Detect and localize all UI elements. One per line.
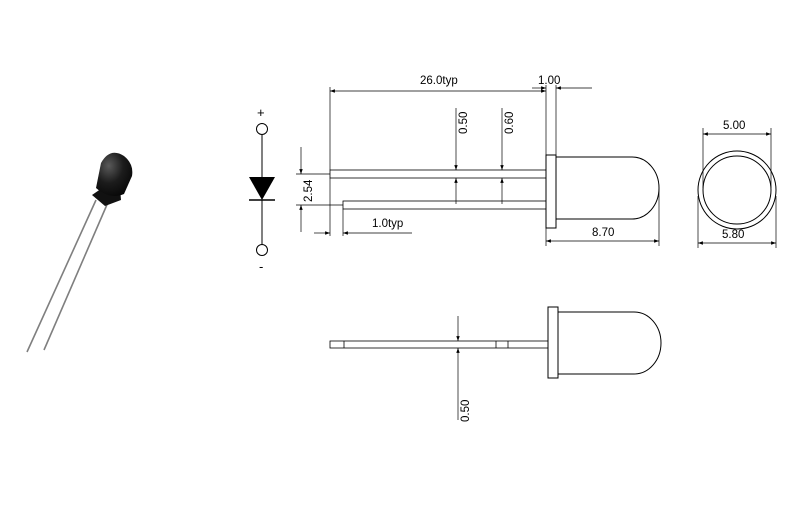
led-photo-lead-short (43, 199, 110, 351)
front-flange-circle (697, 150, 777, 230)
dim-body-length: 8.70 (592, 227, 614, 239)
dim-lead-length: 26.0typ (420, 75, 458, 87)
top-lens-body (558, 311, 662, 375)
top-view: 0.50 (329, 306, 662, 422)
dim-lead-offset: 1.0typ (372, 218, 403, 230)
front-view: 5.00 5.80 (697, 120, 777, 248)
side-view: 26.0typ 1.00 0.50 0.60 2.54 1.0typ 8.70 (296, 75, 660, 246)
dim-lead-spacing: 2.54 (303, 179, 315, 202)
dim-lens-diameter: 5.00 (723, 120, 745, 132)
led-photo (26, 152, 133, 353)
front-lens-circle (702, 155, 772, 225)
lead-long (329, 169, 547, 179)
flange (545, 154, 557, 229)
dim-flange-thickness: 1.00 (538, 75, 560, 87)
cathode-label: - (259, 259, 263, 274)
lead-short (342, 200, 547, 210)
led-photo-lens (96, 152, 133, 196)
dim-lead-width-long: 0.60 (504, 112, 516, 134)
dim-flange-diameter: 5.80 (722, 229, 744, 241)
top-lead (329, 340, 549, 349)
anode-label: + (257, 105, 265, 120)
diode-symbol-icon: + - (249, 105, 275, 274)
dim-lead-width-short: 0.50 (458, 112, 470, 134)
dim-lead-thickness: 0.50 (460, 400, 472, 422)
lens-body (556, 156, 660, 220)
led-photo-lead-long (26, 199, 97, 353)
top-flange (547, 306, 559, 379)
